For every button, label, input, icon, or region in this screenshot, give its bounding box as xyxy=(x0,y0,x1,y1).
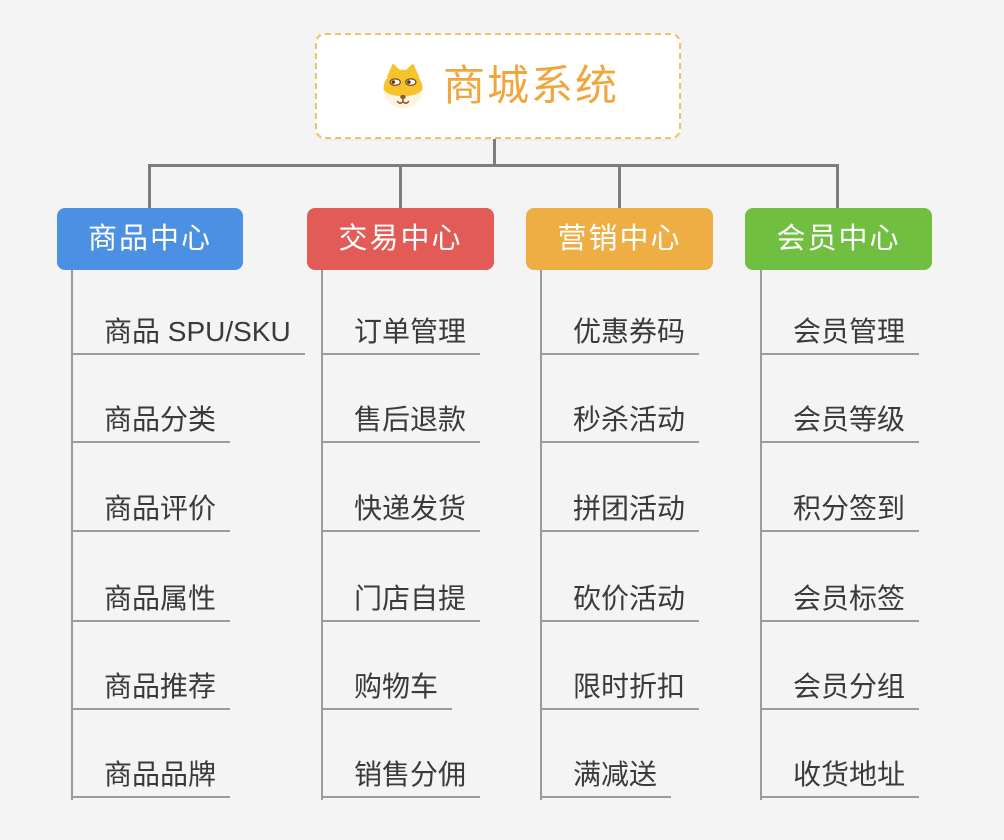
topic-item[interactable]: 商品属性 xyxy=(71,568,231,622)
topic-item[interactable]: 会员等级 xyxy=(760,389,920,443)
connector-trunk xyxy=(148,164,839,167)
topic-item[interactable]: 秒杀活动 xyxy=(540,389,700,443)
connector-drop-members xyxy=(836,164,839,209)
topic-item[interactable]: 优惠券码 xyxy=(540,301,700,355)
topic-item[interactable]: 商品评价 xyxy=(71,478,231,532)
topic-item[interactable]: 限时折扣 xyxy=(540,656,700,710)
topic-item[interactable]: 满减送 xyxy=(540,744,672,798)
topic-item[interactable]: 销售分佣 xyxy=(321,744,481,798)
topic-item[interactable]: 会员管理 xyxy=(760,301,920,355)
topic-item[interactable]: 门店自提 xyxy=(321,568,481,622)
connector-drop-marketing xyxy=(618,164,621,209)
topic-item[interactable]: 拼团活动 xyxy=(540,478,700,532)
branch-spine-line xyxy=(321,270,323,800)
branch-column-members: 会员管理 会员等级 积分签到 会员标签 会员分组 收货地址 xyxy=(760,270,1004,804)
branch-column-products: 商品 SPU/SKU 商品分类 商品评价 商品属性 商品推荐 商品品牌 xyxy=(71,270,351,804)
topic-item[interactable]: 积分签到 xyxy=(760,478,920,532)
topic-item[interactable]: 砍价活动 xyxy=(540,568,700,622)
branch-node-trade[interactable]: 交易中心 xyxy=(307,208,494,270)
branch-column-trade: 订单管理 售后退款 快递发货 门店自提 购物车 销售分佣 xyxy=(321,270,601,804)
branch-node-members[interactable]: 会员中心 xyxy=(745,208,932,270)
topic-item[interactable]: 快递发货 xyxy=(321,478,481,532)
topic-item[interactable]: 商品品牌 xyxy=(71,744,231,798)
dog-face-icon xyxy=(383,63,423,109)
root-topic-title: 商城系统 xyxy=(442,62,619,109)
topic-item[interactable]: 会员标签 xyxy=(760,568,920,622)
branch-spine-line xyxy=(760,270,762,800)
branch-spine-line xyxy=(540,270,542,800)
topic-item[interactable]: 会员分组 xyxy=(760,656,920,710)
branch-column-marketing: 优惠券码 秒杀活动 拼团活动 砍价活动 限时折扣 满减送 xyxy=(540,270,820,804)
branch-spine-line xyxy=(71,270,73,800)
branch-node-marketing[interactable]: 营销中心 xyxy=(526,208,713,270)
connector-drop-products xyxy=(148,164,151,209)
topic-item[interactable]: 商品 SPU/SKU xyxy=(71,301,305,355)
topic-item[interactable]: 订单管理 xyxy=(321,301,481,355)
topic-item[interactable]: 商品推荐 xyxy=(71,656,231,710)
root-topic-node[interactable]: 商城系统 xyxy=(315,33,681,139)
branch-node-products[interactable]: 商品中心 xyxy=(57,208,243,270)
topic-item[interactable]: 购物车 xyxy=(321,656,453,710)
topic-item[interactable]: 售后退款 xyxy=(321,389,481,443)
topic-item[interactable]: 商品分类 xyxy=(71,389,231,443)
connector-drop-trade xyxy=(399,164,402,209)
connector-root-stub xyxy=(493,139,496,167)
topic-item[interactable]: 收货地址 xyxy=(760,744,920,798)
